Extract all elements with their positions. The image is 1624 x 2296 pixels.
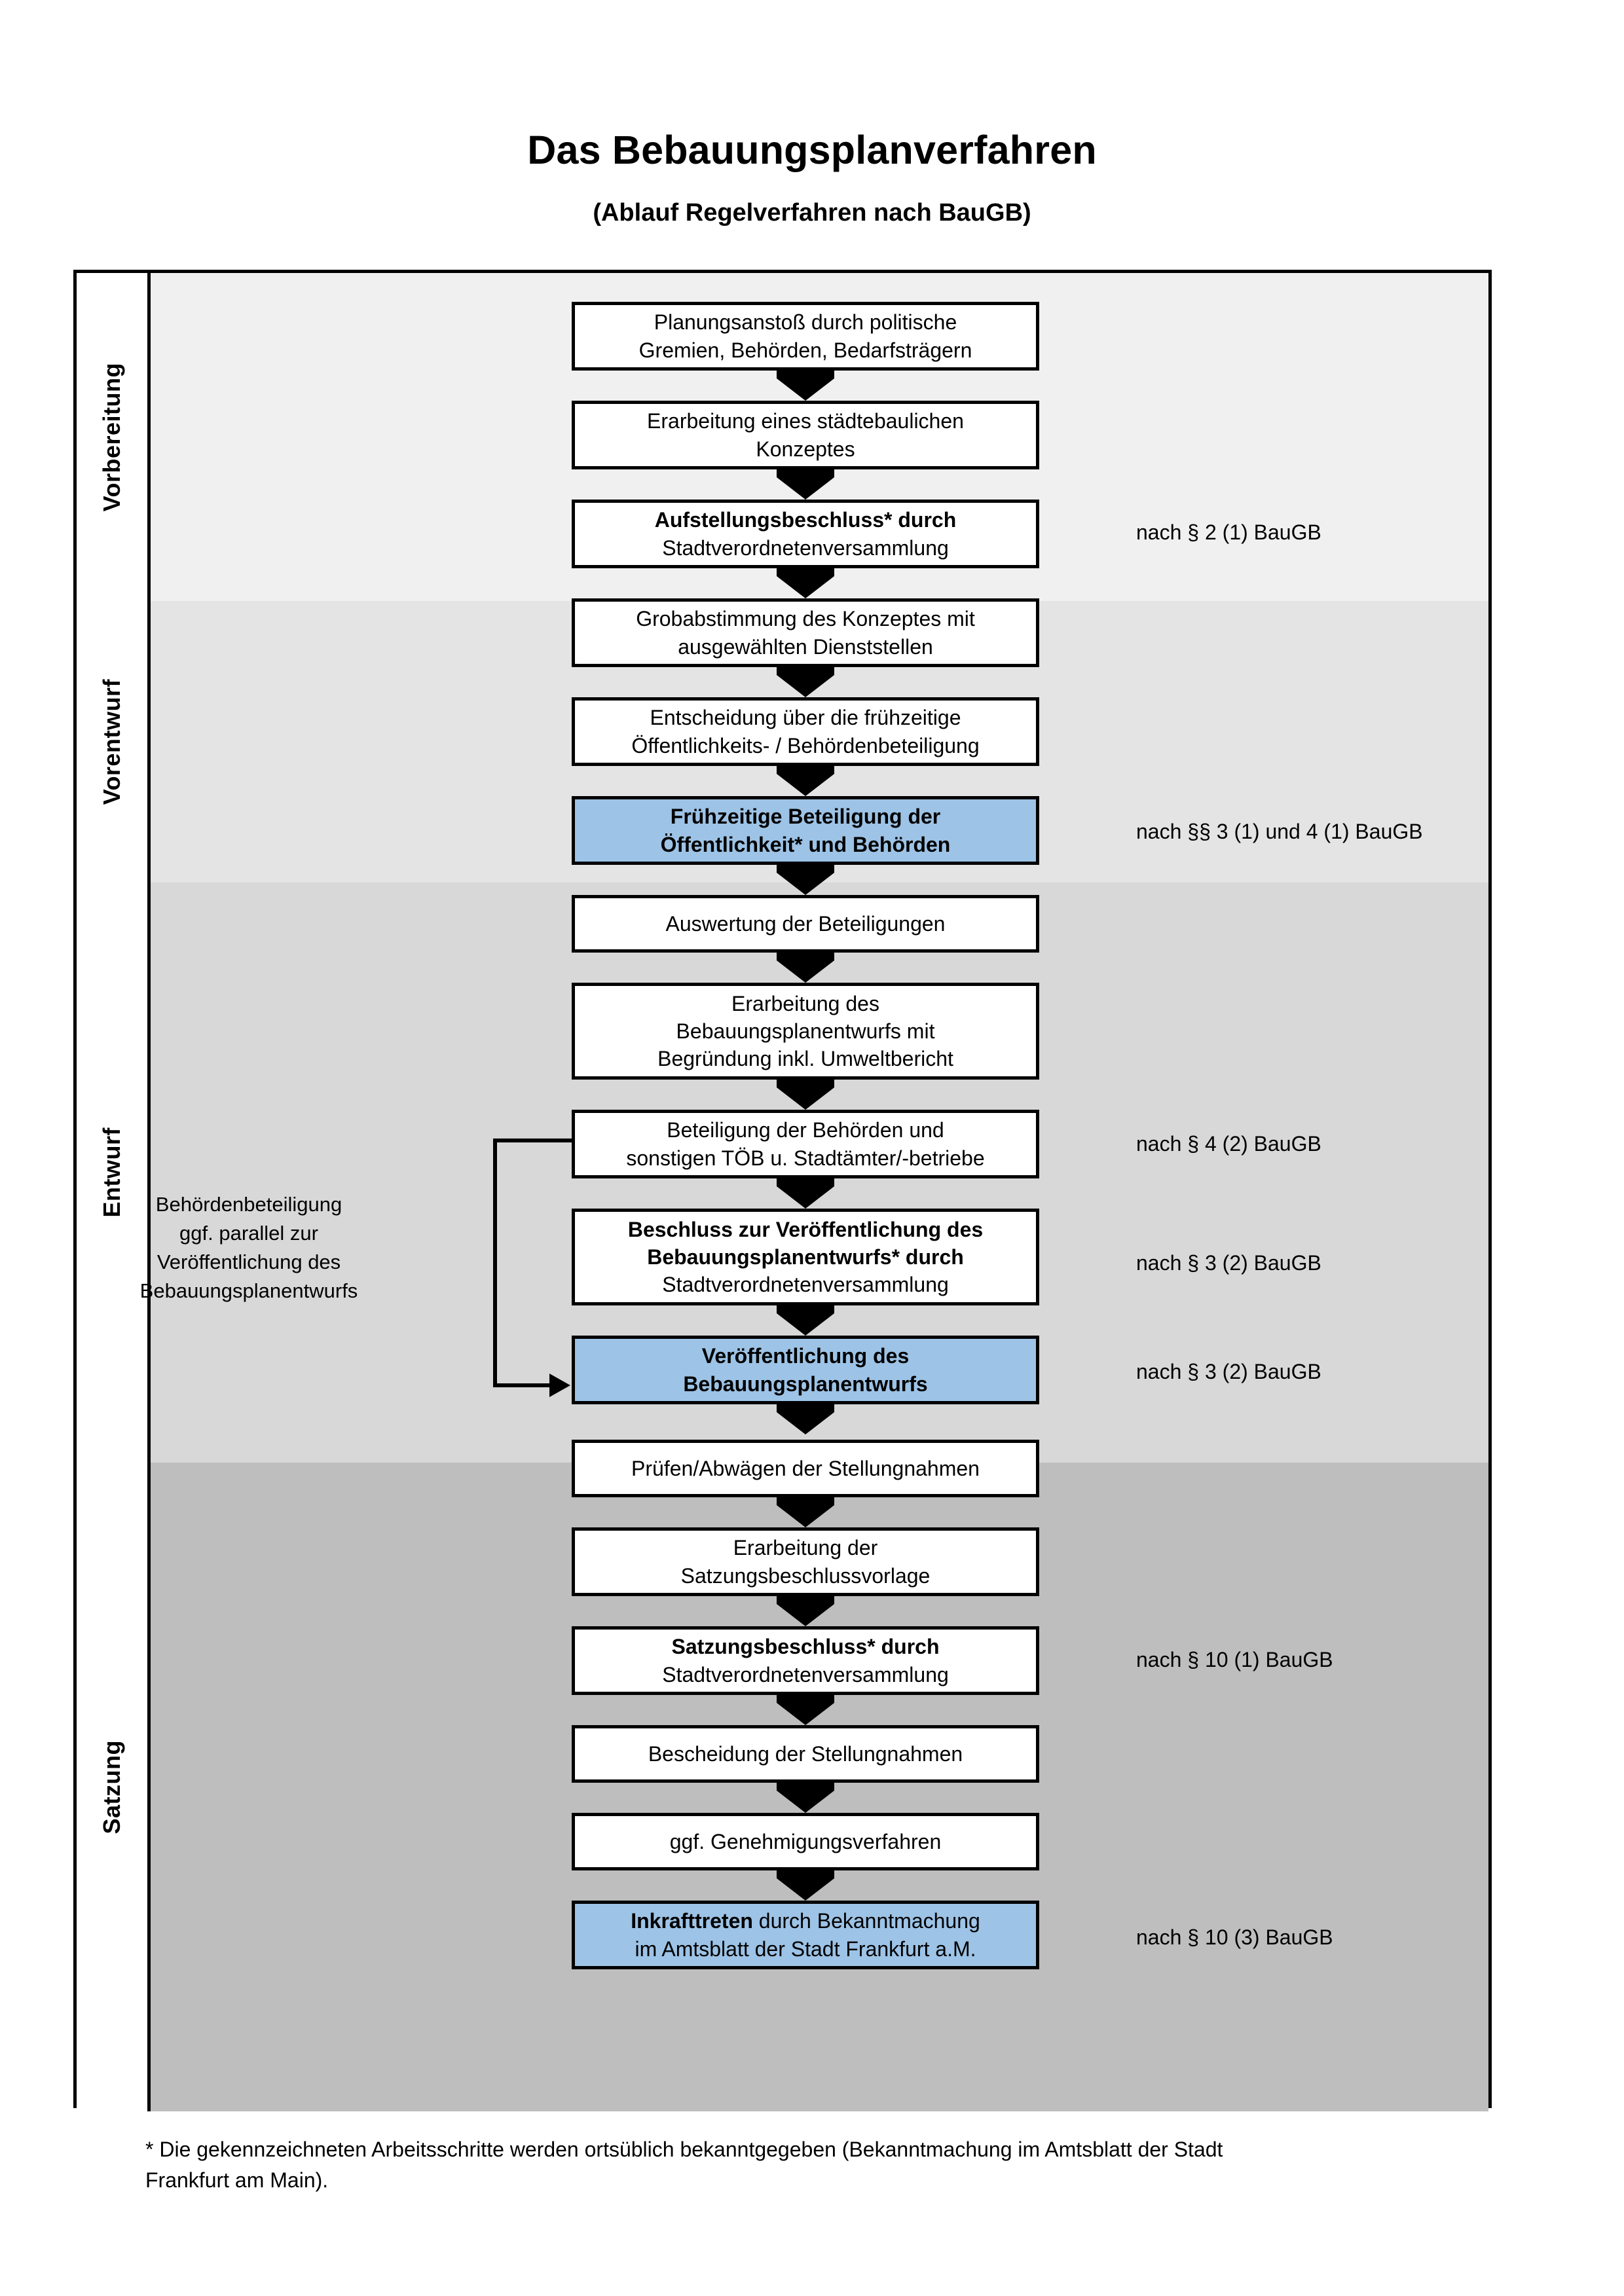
step-text: Grobabstimmung des Konzeptes mit ausgewä… bbox=[636, 607, 975, 659]
step-box-veroeffentlichung[interactable]: Veröffentlichung des Bebauungsplanentwur… bbox=[572, 1336, 1039, 1404]
inkrafttreten-bold-lead: Inkrafttreten bbox=[631, 1909, 753, 1933]
step-text: Beschluss zur Veröffentlichung des Bebau… bbox=[627, 1217, 984, 1297]
step-text: Auswertung der Beteiligungen bbox=[665, 911, 946, 936]
connector-arrowhead-icon bbox=[549, 1374, 570, 1397]
step-box-inkrafttreten[interactable]: Inkrafttreten durch Bekanntmachung im Am… bbox=[572, 1901, 1039, 1969]
step-text: Erarbeitung des Bebauungsplanentwurfs mi… bbox=[657, 991, 953, 1071]
side-annotation-behoerdenbeteiligung: Behördenbeteiligung ggf. parallel zur Ve… bbox=[95, 1190, 403, 1305]
step-box-grobabstimmung[interactable]: Grobabstimmung des Konzeptes mit ausgewä… bbox=[572, 598, 1039, 667]
footnote-line-1: * Die gekennzeichneten Arbeitsschritte w… bbox=[145, 2138, 1223, 2161]
step-box-beteiligung-behoerden[interactable]: Beteiligung der Behörden und sonstigen T… bbox=[572, 1110, 1039, 1178]
step-text: Erarbeitung der Satzungsbeschlussvorlage bbox=[680, 1536, 931, 1588]
step-text: Veröffentlichung des Bebauungsplanentwur… bbox=[683, 1344, 928, 1396]
step-text: Prüfen/Abwägen der Stellungnahmen bbox=[631, 1456, 980, 1480]
flowchart-frame: Vorbereitung Vorentwurf Entwurf Satzung … bbox=[73, 270, 1492, 2111]
legal-ref-text: nach § 10 (1) BauGB bbox=[1136, 1648, 1333, 1671]
step-box-fruehzeitige-beteiligung[interactable]: Frühzeitige Beteiligung der Öffentlichke… bbox=[572, 796, 1039, 865]
connector-segment-bottom bbox=[493, 1383, 551, 1387]
step-box-beschluss-veroeffentlichung[interactable]: Beschluss zur Veröffentlichung des Bebau… bbox=[572, 1209, 1039, 1305]
legal-ref-veroeffentlichung: nach § 3 (2) BauGB bbox=[1136, 1360, 1321, 1384]
step-text: Inkrafttreten durch Bekanntmachung im Am… bbox=[631, 1909, 980, 1961]
step-box-satzungsbeschlussvorlage[interactable]: Erarbeitung der Satzungsbeschlussvorlage bbox=[572, 1527, 1039, 1596]
step-box-bescheidung[interactable]: Bescheidung der Stellungnahmen bbox=[572, 1725, 1039, 1783]
side-annotation-line: Bebauungsplanentwurfs bbox=[139, 1279, 358, 1303]
step-text: Bescheidung der Stellungnahmen bbox=[648, 1741, 963, 1766]
side-annotation-line: Veröffentlichung des bbox=[157, 1250, 341, 1274]
legal-ref-fruehzeitige-beteiligung: nach §§ 3 (1) und 4 (1) BauGB bbox=[1136, 820, 1423, 844]
inkrafttreten-line1-text: Inkrafttreten durch Bekanntmachung bbox=[631, 1909, 980, 1933]
legal-ref-text: nach § 4 (2) BauGB bbox=[1136, 1132, 1321, 1156]
step-text: Frühzeitige Beteiligung der Öffentlichke… bbox=[660, 805, 951, 856]
footnote: * Die gekennzeichneten Arbeitsschritte w… bbox=[145, 2134, 1491, 2196]
phase-label-cell-vorbereitung: Vorbereitung bbox=[77, 273, 151, 601]
step-text: Aufstellungsbeschluss* durch Stadtverord… bbox=[654, 508, 957, 560]
footnote-line-2: Frankfurt am Main). bbox=[145, 2168, 329, 2193]
phase-label-cell-vorentwurf: Vorentwurf bbox=[77, 601, 151, 883]
legal-ref-beschluss-veroeffentlichung: nach § 3 (2) BauGB bbox=[1136, 1251, 1321, 1275]
step-box-aufstellungsbeschluss[interactable]: Aufstellungsbeschluss* durch Stadtverord… bbox=[572, 500, 1039, 568]
page-subtitle: (Ablauf Regelverfahren nach BauGB) bbox=[593, 199, 1031, 227]
phase-label-cell-satzung: Satzung bbox=[77, 1463, 151, 2111]
document-header: Das Bebauungsplanverfahren (Ablauf Regel… bbox=[0, 0, 1624, 227]
parallel-process-connector bbox=[77, 273, 1488, 2105]
legal-ref-inkrafttreten: nach § 10 (3) BauGB bbox=[1136, 1925, 1333, 1950]
step-box-konzept[interactable]: Erarbeitung eines städtebaulichen Konzep… bbox=[572, 401, 1039, 469]
step-text: Entscheidung über die frühzeitige Öffent… bbox=[631, 706, 980, 757]
step-text: Planungsanstoß durch politische Gremien,… bbox=[638, 310, 972, 362]
step-text: Erarbeitung eines städtebaulichen Konzep… bbox=[647, 409, 964, 461]
step-box-erarbeitung-entwurf[interactable]: Erarbeitung des Bebauungsplanentwurfs mi… bbox=[572, 983, 1039, 1080]
step-text: ggf. Genehmigungsverfahren bbox=[669, 1829, 942, 1853]
legal-ref-satzungsbeschluss: nach § 10 (1) BauGB bbox=[1136, 1648, 1333, 1672]
step-box-auswertung[interactable]: Auswertung der Beteiligungen bbox=[572, 895, 1039, 953]
legal-ref-text: nach §§ 3 (1) und 4 (1) BauGB bbox=[1136, 820, 1423, 843]
step-text: Satzungsbeschluss* durch Stadtverordnete… bbox=[662, 1635, 949, 1686]
page-title: Das Bebauungsplanverfahren bbox=[527, 128, 1097, 172]
step-box-pruefen-abwaegen[interactable]: Prüfen/Abwägen der Stellungnahmen bbox=[572, 1440, 1039, 1497]
legal-ref-text: nach § 2 (1) BauGB bbox=[1136, 520, 1321, 544]
side-annotation-line: ggf. parallel zur bbox=[179, 1222, 318, 1245]
step-box-entscheidung[interactable]: Entscheidung über die frühzeitige Öffent… bbox=[572, 697, 1039, 766]
legal-ref-aufstellungsbeschluss: nach § 2 (1) BauGB bbox=[1136, 520, 1321, 545]
inkrafttreten-rest: durch Bekanntmachung bbox=[752, 1909, 980, 1933]
step-text: Beteiligung der Behörden und sonstigen T… bbox=[626, 1118, 985, 1170]
legal-ref-text: nach § 3 (2) BauGB bbox=[1136, 1360, 1321, 1383]
legal-ref-beteiligung-behoerden: nach § 4 (2) BauGB bbox=[1136, 1132, 1321, 1156]
step-box-satzungsbeschluss[interactable]: Satzungsbeschluss* durch Stadtverordnete… bbox=[572, 1626, 1039, 1695]
side-annotation-line: Behördenbeteiligung bbox=[155, 1193, 342, 1216]
step-box-planungsanstoss[interactable]: Planungsanstoß durch politische Gremien,… bbox=[572, 302, 1039, 371]
step-box-genehmigungsverfahren[interactable]: ggf. Genehmigungsverfahren bbox=[572, 1813, 1039, 1870]
connector-segment-top bbox=[493, 1139, 573, 1142]
legal-ref-text: nach § 10 (3) BauGB bbox=[1136, 1925, 1333, 1949]
phase-label-cell-entwurf: Entwurf bbox=[77, 883, 151, 1463]
connector-segment-vertical bbox=[493, 1139, 497, 1387]
legal-ref-text: nach § 3 (2) BauGB bbox=[1136, 1251, 1321, 1275]
